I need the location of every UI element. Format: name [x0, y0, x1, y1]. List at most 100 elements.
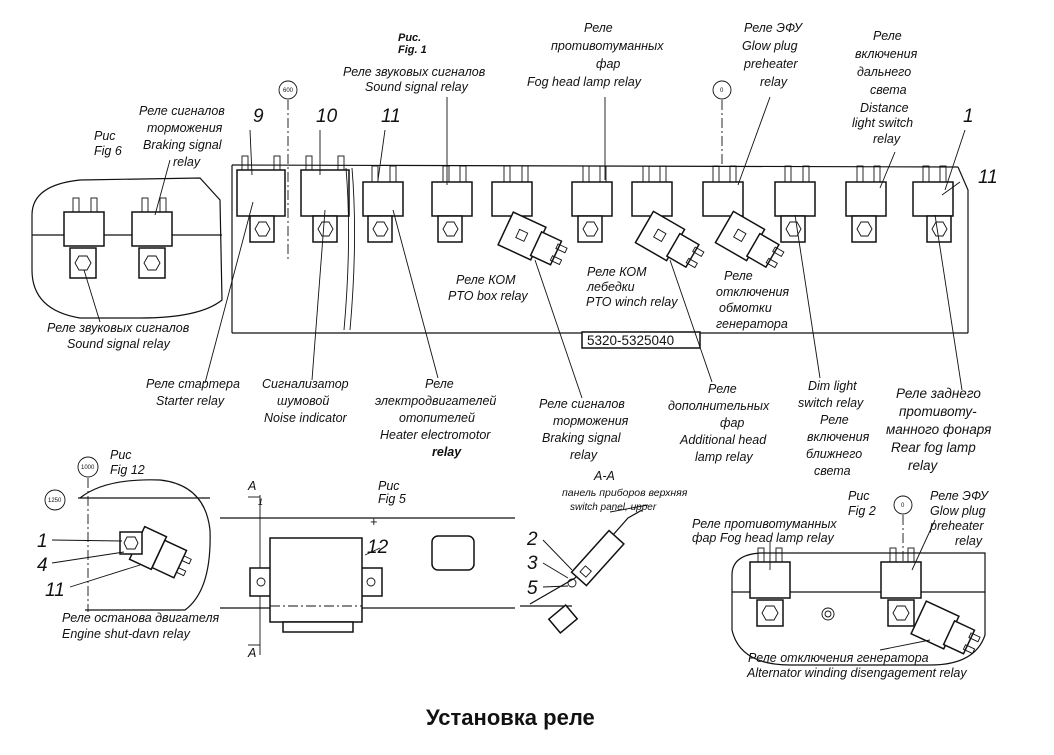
relay-additional: [631, 165, 673, 217]
label-glow-1: Реле ЭФУ: [744, 21, 804, 35]
dimension-circle: [712, 80, 732, 100]
label-heater-5: relay: [432, 445, 462, 459]
fig2-alt-en: Alternator winding disengagement relay: [746, 666, 967, 680]
fig5-section-a-bottom: А: [247, 646, 256, 660]
fig2-alt-ru: Реле отключения генератора: [748, 651, 929, 665]
label-additional-1: Реле: [708, 382, 737, 396]
relay-pto-winch: [634, 210, 705, 269]
fig6-braking-1: Реле сигналов: [139, 104, 225, 118]
fig6-sound-ru: Реле звуковых сигналов: [47, 321, 190, 335]
fig12-ref-ru: Рис: [110, 448, 132, 462]
label-braking-3: Braking signal: [542, 431, 622, 445]
label-dim-4: включения: [807, 430, 870, 444]
relay-11-left: [362, 165, 404, 243]
fig2-fog-2: фар Fog head lamp relay: [692, 531, 835, 545]
label-glow-3: preheater: [743, 57, 798, 71]
label-additional-4: Additional head: [679, 433, 767, 447]
dimension-circle: [278, 80, 298, 100]
label-dim-2: switch relay: [798, 396, 864, 410]
fig2-fog-1: Реле противотуманных: [692, 517, 837, 531]
label-rear-fog-1: Реле заднего: [896, 386, 981, 401]
fig12-circle-1000: 1000: [81, 465, 95, 471]
label-rear-fog-2: противоту-: [899, 404, 977, 419]
relay-braking: [491, 165, 533, 217]
part-number: 5320-5325040: [587, 333, 674, 348]
fig5-ref-en: Fig 5: [378, 492, 406, 506]
relay-rear-fog: [912, 165, 954, 243]
callout-11: 11: [381, 106, 401, 127]
fig2-ref-en: Fig 2: [848, 504, 876, 518]
label-sound-en: Sound signal relay: [365, 80, 469, 94]
fig6-ref-en: Fig 6: [94, 144, 122, 158]
fig6-braking-3: Braking signal: [143, 138, 223, 152]
label-noise-3: Noise indicator: [264, 411, 348, 425]
fig12-callout-4: 4: [37, 555, 48, 576]
fig2-glow-3: preheater: [929, 519, 984, 533]
label-braking-1: Реле сигналов: [539, 397, 625, 411]
label-distance-1: Реле: [873, 29, 902, 43]
relay-9: [236, 155, 286, 243]
callout-10: 10: [316, 106, 338, 127]
fig5-labels: Рис Fig 5 А 1 А 12: [247, 479, 406, 660]
label-pto-winch-3: PTO winch relay: [586, 295, 678, 309]
label-dim-3: Реле: [820, 413, 849, 427]
fig1-tilted-relays: [497, 210, 785, 269]
fig12-callout-1: 1: [37, 531, 48, 552]
fig2-glow-4: relay: [955, 534, 983, 548]
fig1-ref-en: Fig. 1: [398, 44, 427, 56]
fig1-leaders: [204, 96, 966, 399]
circle-label: 0: [720, 88, 724, 94]
label-distance-7: relay: [873, 132, 901, 146]
fig2-ref-ru: Рис: [848, 489, 870, 503]
callout-11-right: 11: [978, 167, 998, 188]
label-fog-2: противотуманных: [551, 39, 664, 53]
label-heater-1: Реле: [425, 377, 454, 391]
fig6-labels: Рис Fig 6 Реле сигналов торможения Braki…: [47, 104, 225, 351]
label-rear-fog-3: манного фонаря: [886, 422, 991, 437]
section-callout-3: 3: [527, 553, 538, 574]
label-alt-4: генератора: [716, 317, 788, 331]
fig6-relay-a: [63, 197, 105, 279]
fig2-glow-2: Glow plug: [930, 504, 986, 518]
label-distance-5: Distance: [860, 101, 909, 115]
label-dim-1: Dim light: [808, 379, 857, 393]
label-additional-3: фар: [720, 416, 744, 430]
fig12-panel: [44, 456, 211, 612]
label-fog-1: Реле: [584, 21, 613, 35]
label-fog-4: Fog head lamp relay: [527, 75, 642, 89]
relay-distance: [845, 165, 887, 243]
label-glow-4: relay: [760, 75, 788, 89]
fig6-panel: [31, 159, 223, 323]
section-aa-labels: А-А панель приборов верхняя switch panel…: [526, 469, 688, 599]
fig1-ref-ru: Рис.: [398, 32, 421, 44]
fig6-braking-4: relay: [173, 155, 201, 169]
fig5-relay-12: [269, 537, 363, 623]
label-heater-2: электродвигателей: [375, 394, 496, 408]
fig6-braking-2: торможения: [147, 121, 223, 135]
label-rear-fog-5: relay: [908, 458, 939, 473]
label-additional-2: дополнительных: [668, 399, 770, 413]
section-label-en: switch panel, upper: [570, 502, 657, 513]
label-braking-2: торможения: [553, 414, 629, 428]
label-distance-4: света: [870, 83, 907, 97]
fig6-ref-ru: Рис: [94, 129, 116, 143]
fig5-section-num: 1: [258, 497, 263, 507]
label-dim-6: света: [814, 464, 851, 478]
fig1-panel: [231, 80, 969, 349]
callout-9: 9: [253, 106, 264, 127]
fig6-relay-b: [131, 197, 173, 279]
label-additional-5: lamp relay: [695, 450, 753, 464]
fig2-panel: [731, 495, 986, 666]
fig5-ref-ru: Рис: [378, 479, 400, 493]
fig1-labels: Рис. Fig. 1 Реле звуковых сигналов Sound…: [146, 21, 998, 478]
label-noise-1: Сигнализатор: [262, 377, 349, 391]
section-title: А-А: [593, 469, 615, 483]
relay-alternator-disc: [714, 210, 785, 269]
label-glow-2: Glow plug: [742, 39, 798, 53]
fig12-labels: Рис Fig 12 1000 1250 1 4 11 Реле останов…: [37, 448, 220, 641]
section-callout-5: 5: [527, 578, 538, 599]
label-distance-3: дальнего: [857, 65, 911, 79]
label-braking-4: relay: [570, 448, 598, 462]
